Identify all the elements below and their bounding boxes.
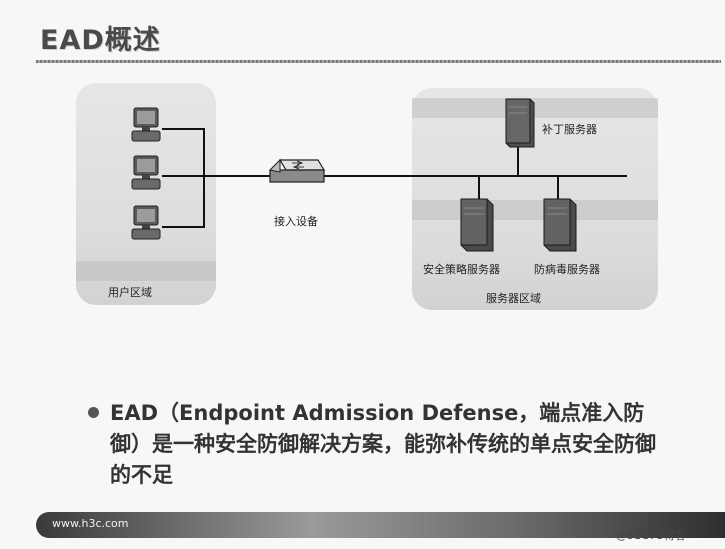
pc3-link [162,226,204,228]
user-bus [203,128,205,228]
server-icon [505,98,535,148]
server-icon [543,198,577,252]
user-zone-label: 用户区域 [108,286,152,299]
antivirus-server-label: 防病毒服务器 [534,263,600,276]
footer-url: www.h3c.com [52,517,129,530]
computer-icon [131,155,161,190]
server-icon [460,198,494,252]
pc1-link [162,128,204,130]
antivirus-server-link [557,175,559,202]
switch-icon [268,158,326,183]
user-to-switch-link [203,175,275,177]
slide-title: EAD概述 [40,25,161,56]
patch-server-link [517,145,519,175]
policy-server-link [478,175,480,202]
patch-server-label: 补丁服务器 [542,123,597,136]
watermark: @51CTO博客 [616,529,687,542]
footer-bar [36,512,725,538]
security-policy-server-label: 安全策略服务器 [423,263,500,276]
backbone-line [322,175,627,177]
server-zone-label: 服务器区域 [486,292,541,305]
access-device-label: 接入设备 [274,215,318,228]
computer-icon [131,205,161,240]
bullet-text: EAD（Endpoint Admission Defense，端点准入防御）是一… [110,401,656,487]
title-divider [36,60,721,63]
computer-icon [131,107,161,142]
bullet-icon [88,407,99,418]
pc2-link [162,175,206,177]
